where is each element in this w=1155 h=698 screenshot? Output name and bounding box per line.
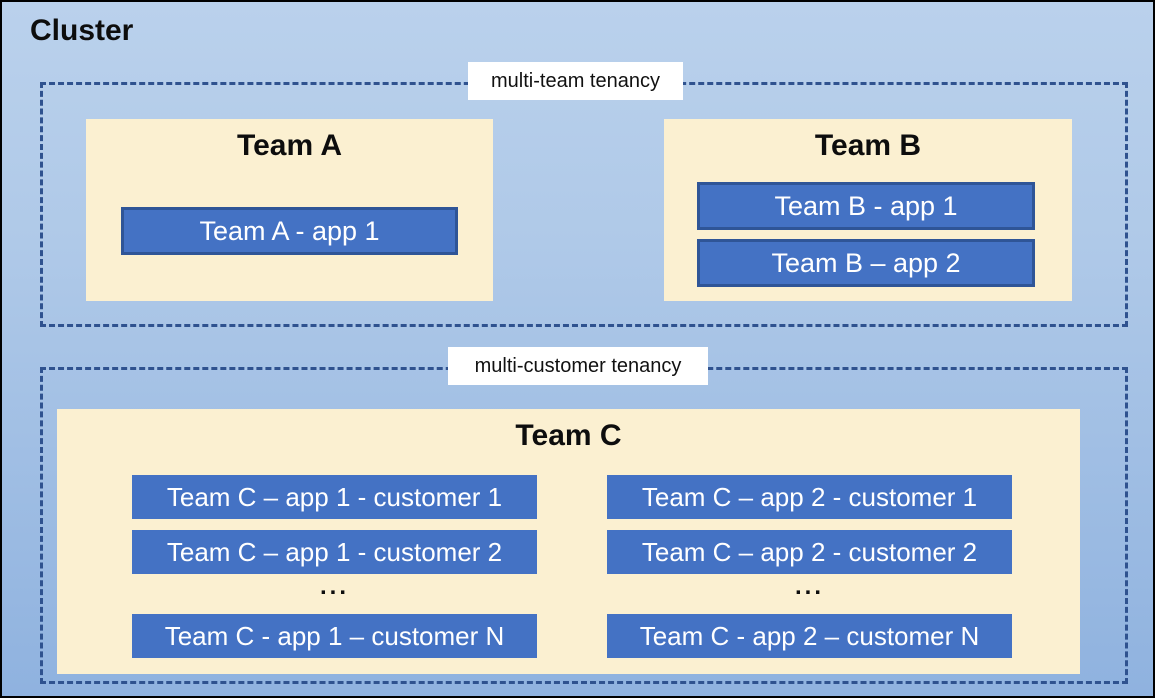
team-c-app2-customer-n-box: Team C - app 2 – customer N: [607, 614, 1012, 658]
team-b-app-1-box: Team B - app 1: [697, 182, 1035, 230]
team-c-app1-customer-1-box: Team C – app 1 - customer 1: [132, 475, 537, 519]
team-a-app-1-box: Team A - app 1: [121, 207, 458, 255]
team-c-app2-ellipsis: ...: [794, 573, 824, 600]
team-c-app2-customer-2-box: Team C – app 2 - customer 2: [607, 530, 1012, 574]
multi-team-tenancy-label: multi-team tenancy: [468, 62, 683, 100]
team-b-panel: Team B Team B - app 1 Team B – app 2: [664, 119, 1072, 301]
cluster-title: Cluster: [30, 14, 134, 47]
team-a-panel: Team A Team A - app 1: [86, 119, 493, 301]
team-a-title: Team A: [236, 129, 343, 162]
team-c-title: Team C: [515, 419, 622, 452]
team-c-app1-ellipsis: ...: [319, 573, 349, 600]
team-c-app2-customer-1-box: Team C – app 2 - customer 1: [607, 475, 1012, 519]
team-c-app1-customer-n-box: Team C - app 1 – customer N: [132, 614, 537, 658]
multi-customer-tenancy-label: multi-customer tenancy: [448, 347, 708, 385]
team-c-panel: Team C Team C – app 1 - customer 1 Team …: [57, 409, 1080, 674]
team-c-app1-customer-2-box: Team C – app 1 - customer 2: [132, 530, 537, 574]
team-b-app-2-box: Team B – app 2: [697, 239, 1035, 287]
team-b-title: Team B: [814, 129, 922, 162]
